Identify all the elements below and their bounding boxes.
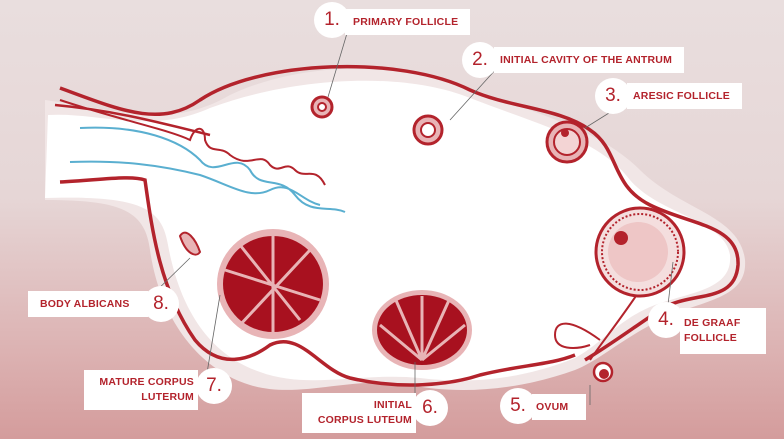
ovary-lower-contour — [59, 176, 576, 387]
label-de-graaf-follicle: DE GRAAF FOLLICLE — [680, 308, 766, 354]
primary-follicle — [310, 95, 334, 119]
mature-corpus-luteum — [217, 229, 329, 339]
red-vessel — [59, 99, 326, 186]
label-4-line2: FOLLICLE — [684, 332, 737, 344]
antrum-follicle — [412, 114, 444, 146]
label-7-line2: LUTERUM — [141, 391, 194, 403]
label-body-albicans: BODY ALBICANS — [28, 291, 148, 317]
label-initial-corpus-luteum: INITIAL CORPUS LUTEUM — [302, 393, 416, 433]
ovary-contour — [59, 64, 740, 362]
label-mature-corpus-luteum: MATURE CORPUS LUTERUM — [84, 370, 198, 410]
blue-vessel — [69, 126, 346, 213]
fallopian-edge — [54, 103, 211, 137]
label-primary-follicle: PRIMARY FOLLICLE — [345, 9, 471, 35]
label-4-number: 4. — [648, 302, 684, 338]
initial-corpus-luteum — [372, 290, 472, 370]
label-ovum: OVUM — [532, 394, 587, 420]
label-4-line1: DE GRAAF — [684, 317, 741, 329]
label-6-line2: CORPUS LUTEUM — [317, 414, 412, 426]
label-6-number: 6. — [412, 390, 448, 426]
de-graaf-follicle — [594, 206, 686, 298]
ligament — [553, 289, 641, 361]
label-1-number: 1. — [314, 2, 350, 38]
label-initial-cavity-antrum: INITIAL CAVITY OF THE ANTRUM — [494, 47, 685, 73]
label-6-line1: INITIAL — [373, 399, 412, 411]
aresic-follicle — [545, 120, 589, 164]
ovum — [592, 361, 614, 383]
label-3-number: 3. — [595, 78, 631, 114]
label-5-number: 5. — [500, 388, 536, 424]
label-8-number: 8. — [143, 286, 179, 322]
label-7-line1: MATURE CORPUS — [99, 376, 194, 388]
body-albicans — [178, 231, 202, 256]
label-2-number: 2. — [462, 42, 498, 78]
label-aresic-follicle: ARESIC FOLLICLE — [627, 83, 742, 109]
label-7-number: 7. — [196, 368, 232, 404]
